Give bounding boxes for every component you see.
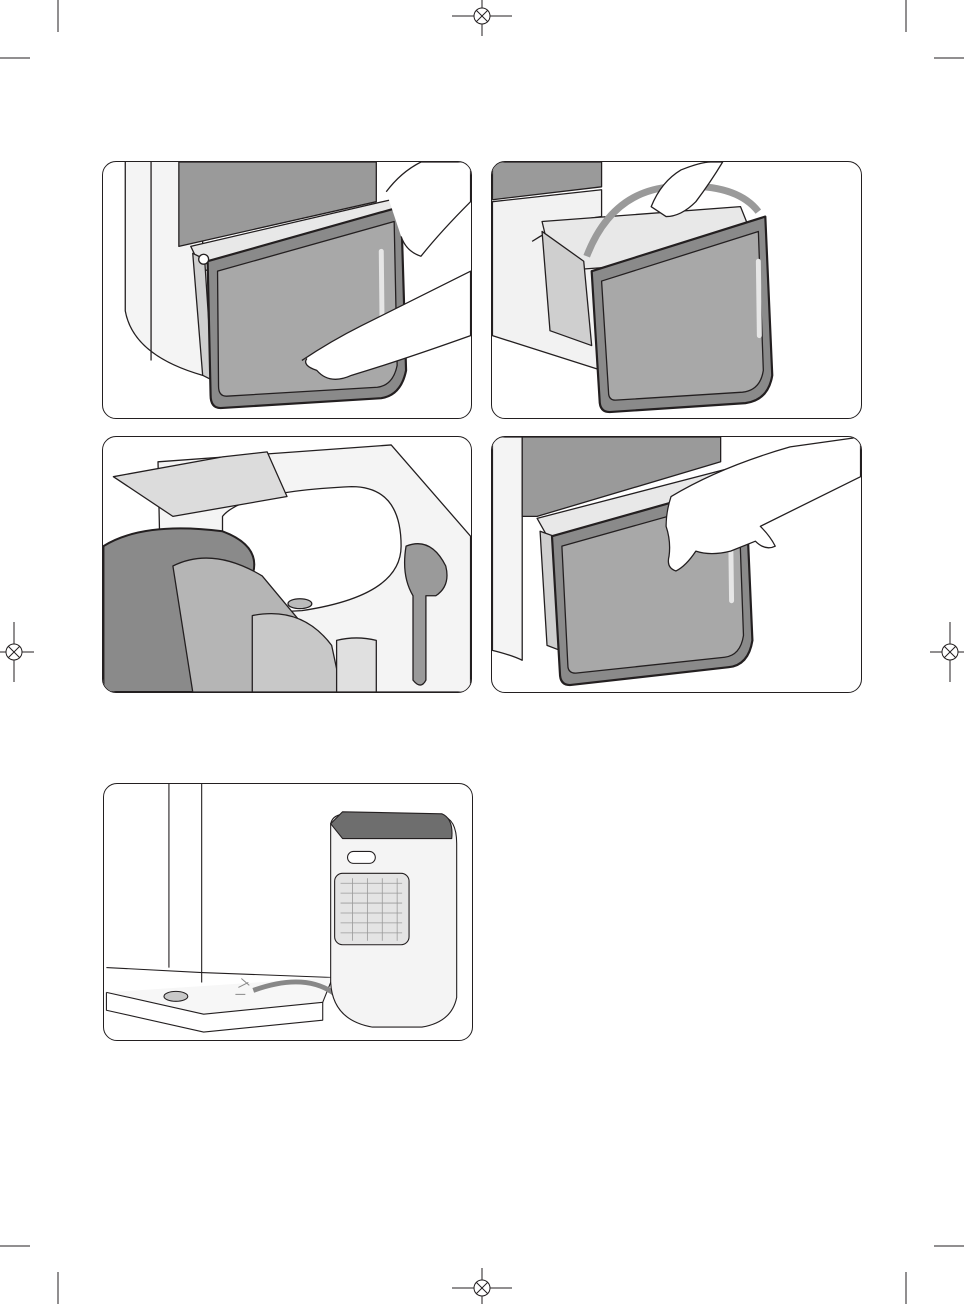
registration-target-icon xyxy=(452,1268,512,1304)
carry-handle-slot xyxy=(348,851,376,863)
illustration-insert-tank xyxy=(491,436,862,693)
tank-window xyxy=(758,261,759,335)
registration-target-icon xyxy=(452,0,512,36)
tank-hinge xyxy=(199,254,209,264)
illustration-continuous-drain xyxy=(103,783,473,1041)
air-filter-grille xyxy=(335,873,409,944)
illustration-empty-tank xyxy=(102,436,472,693)
continuous-drain-drawing xyxy=(104,784,472,1040)
dehumidifier-top-panel xyxy=(331,812,452,839)
floor-drain xyxy=(164,991,188,1001)
sink-plug xyxy=(337,638,377,692)
illustration-carry-tank xyxy=(491,161,862,419)
illustration-remove-tank xyxy=(102,161,472,419)
registration-target-icon xyxy=(930,622,964,682)
empty-tank-drawing xyxy=(103,437,471,692)
unit-body xyxy=(492,437,522,660)
shower-tray-back xyxy=(106,968,332,978)
sink-drain xyxy=(288,599,312,609)
remove-tank-drawing xyxy=(103,162,471,418)
registration-target-icon xyxy=(0,622,34,682)
carry-tank-drawing xyxy=(492,162,861,418)
insert-tank-drawing xyxy=(492,437,861,692)
